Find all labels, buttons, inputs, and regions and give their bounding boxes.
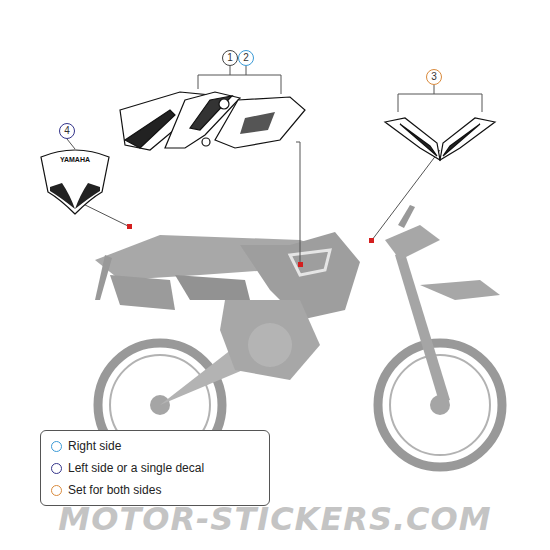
callout-circle: 1 xyxy=(222,50,238,66)
legend-text: Left side or a single decal xyxy=(68,461,204,475)
legend-ring xyxy=(51,485,62,496)
leader-line xyxy=(67,139,75,149)
legend-ring xyxy=(51,463,62,474)
legend-row: Set for both sides xyxy=(41,479,269,501)
legend-text: Set for both sides xyxy=(68,483,161,497)
callout-circle: 4 xyxy=(59,123,75,139)
callout-number: 4 xyxy=(64,126,70,136)
watermark: MOTOR-STICKERS.COM xyxy=(0,500,550,538)
decal-shape: YAMAHA xyxy=(38,147,112,215)
callout-number: 1 xyxy=(227,53,233,63)
callout-circle: 3 xyxy=(426,69,442,85)
legend-box: Right sideLeft side or a single decalSet… xyxy=(40,430,270,506)
legend-row: Right side xyxy=(41,435,269,457)
callout-number: 2 xyxy=(243,53,249,63)
legend-ring xyxy=(51,441,62,452)
callout-number: 3 xyxy=(431,72,437,82)
callout-circle: 2 xyxy=(238,50,254,66)
legend-text: Right side xyxy=(68,439,121,453)
decal-text: YAMAHA xyxy=(38,147,112,163)
legend-row: Left side or a single decal xyxy=(41,457,269,479)
